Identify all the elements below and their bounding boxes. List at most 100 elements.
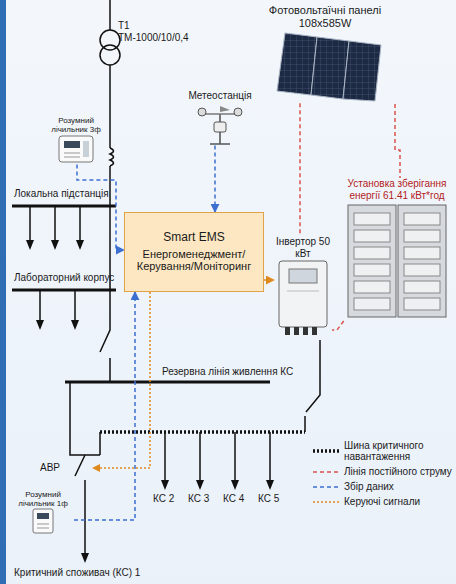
drawing-part [404,298,440,310]
connector [74,292,135,520]
inv-icon [273,259,333,337]
legend-row: Збір даних [312,481,454,492]
bess-icon [344,201,450,321]
legend-text: Збір даних [344,481,394,492]
drawing-part [354,213,390,225]
load-label: КС 5 [258,493,279,505]
pv-panels: Фотовольтаїчні панелі 108x585W [250,4,400,103]
drawing-part [279,261,327,327]
arrow-head [76,240,84,250]
bus-label: АВР [40,462,60,474]
smart-meter: Розумний лічильник 1ф [12,490,74,534]
drawing-part [214,122,226,132]
load-label: КС 4 [223,493,244,505]
weather-station: Метеостанція [178,90,262,146]
drawing-part [311,37,349,99]
ems-box: Smart EMS Енергоменеджмент/ Керування/Мон… [124,212,264,292]
node-title: Розумний лічильник 1ф [12,490,74,508]
smart-meter: Розумний лічильник 3ф [46,116,106,164]
drawing-part [294,327,299,335]
node-title: Фотовольтаїчні панелі 108x585W [250,4,400,29]
node-title: T1 ТМ-1000/10/0,4 [118,20,198,43]
legend-sample [312,497,340,507]
drawing-part [37,513,49,519]
legend-text: Шина критичного навантаження [344,440,454,462]
control-line [100,292,150,468]
load-line [165,432,270,482]
bus-label: Лабораторний корпус [14,272,114,284]
dc-line [395,104,400,178]
node-title: Інвертор 50 кВт [274,236,332,259]
current-transformer [110,148,114,166]
arrow-head [161,480,169,490]
load-line [40,290,75,322]
drawing-part [404,281,440,293]
drawing-part [198,108,206,116]
drawing-part [354,298,390,310]
legend: Шина критичного навантаженняЛінія постій… [312,440,454,511]
power-lines [12,0,320,555]
arrow-head [36,320,44,330]
drawing-part [33,509,53,533]
legend-text: Керуючі сигнали [344,496,420,507]
drawing-part [285,327,317,335]
bus-bar [65,381,270,384]
arrow-head [81,553,89,563]
drawing-part [277,33,317,95]
drawing-part [64,141,80,148]
feeder-line [109,65,111,148]
drawing-part [404,247,440,259]
node-title: Smart EMS [163,231,224,245]
load-line [30,206,80,242]
feeder-line [109,166,111,206]
drawing-part [289,269,317,283]
legend-row: Керуючі сигнали [312,496,454,507]
meter-icon [47,134,105,164]
arrow-head [51,240,59,250]
drawing-part [354,230,390,242]
legend-sample [312,482,340,492]
drawing-part [83,141,89,157]
legend-text: Лінія постійного струму [344,466,452,477]
legend-row: Шина критичного навантаження [312,440,454,462]
node-title: Установка зберігання енергії 61.41 кВт*г… [342,178,452,201]
node-title: Розумний лічильник 3ф [46,116,106,134]
drawing-part [59,136,93,162]
legend-row: Лінія постійного струму [312,466,454,477]
arrow-head [196,480,204,490]
bus-label: Локальна підстанція [14,188,109,200]
drawing-part [404,264,440,276]
drawing-part [398,205,446,317]
node-body: Енергоменеджмент/ Керування/Моніторинг [129,248,259,273]
arrow-head [26,240,34,250]
drawing-part [354,213,440,310]
drawing-part [348,205,396,317]
bus-label: Критичний споживач (КС) 1 [14,567,140,579]
bus-bar [12,205,116,208]
connector [299,103,301,236]
legend-line [313,501,339,503]
drawing-part [220,106,230,112]
critical-bus [100,430,305,434]
battery-storage: Установка зберігання енергії 61.41 кВт*г… [342,178,452,321]
drawing-part [210,143,230,145]
inverter-output [305,340,320,432]
switch [100,290,110,382]
drawing-part [234,108,242,116]
load-label: КС 2 [153,493,174,505]
arrow-head [231,480,239,490]
legend-sample [312,467,340,477]
drawing-part [404,213,440,225]
drawing-part [303,327,308,335]
meteo-icon [180,102,260,146]
legend-line [313,486,339,488]
arrow-head [71,320,79,330]
inverter: Інвертор 50 кВт [274,236,332,337]
drawing-part [285,327,290,335]
drawing-part [343,41,381,101]
drawing-part [64,153,80,157]
ats-switch [75,455,85,555]
drawing-part [37,524,49,528]
